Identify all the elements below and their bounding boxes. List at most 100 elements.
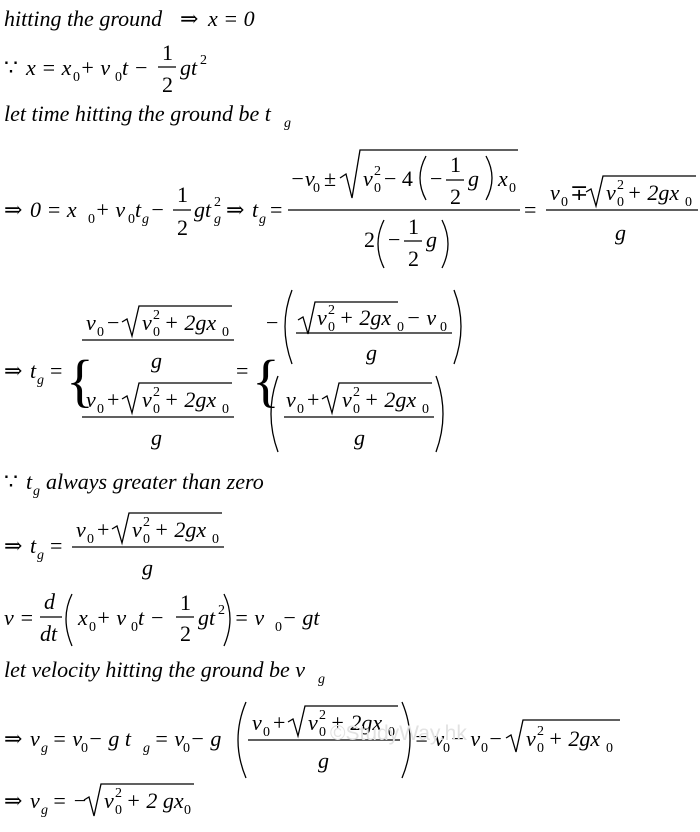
sup: 2 bbox=[537, 724, 544, 739]
sqrt-sign bbox=[121, 382, 232, 416]
line10-part: − g t bbox=[88, 726, 132, 751]
sub: 0 bbox=[97, 402, 104, 417]
line11-eq: = − bbox=[52, 788, 87, 813]
tg: t bbox=[26, 469, 33, 494]
num: v bbox=[252, 710, 262, 735]
den: − bbox=[388, 227, 400, 252]
sub: 0 bbox=[275, 620, 282, 635]
sqrt-sign bbox=[585, 175, 696, 209]
num: + 2gx bbox=[339, 305, 391, 330]
equals: = bbox=[524, 197, 536, 222]
num: + 2gx bbox=[330, 710, 382, 735]
sub: 0 bbox=[440, 320, 447, 335]
implies-symbol: ⇒ bbox=[4, 197, 22, 222]
vg: v bbox=[30, 726, 40, 751]
line-4: ⇒ 0 = x 0 + v 0 t g − 1 2 gt g 2 ⇒ t g =… bbox=[4, 149, 698, 271]
frac-den: 2 bbox=[408, 246, 419, 271]
line8-mid: t − bbox=[138, 605, 164, 630]
den: g bbox=[354, 425, 365, 450]
sub: 0 bbox=[143, 532, 150, 547]
sup: 2 bbox=[218, 603, 225, 618]
pm: ± bbox=[324, 166, 336, 191]
sub: g bbox=[143, 741, 150, 756]
sub: g bbox=[41, 741, 48, 756]
num: v bbox=[606, 180, 616, 205]
line-6: ∵ t g always greater than zero bbox=[4, 469, 264, 499]
because-symbol: ∵ bbox=[4, 55, 18, 80]
tg: t bbox=[30, 358, 37, 383]
line4-lhs: t bbox=[135, 197, 142, 222]
line10-part: = v bbox=[52, 726, 82, 751]
line10-part: = v bbox=[154, 726, 184, 751]
sqrt-sign bbox=[321, 382, 432, 416]
sub: 0 bbox=[561, 195, 568, 210]
num: −v bbox=[290, 166, 315, 191]
sqrt-sign bbox=[505, 719, 620, 753]
sub: 0 bbox=[222, 402, 229, 417]
sub: 0 bbox=[328, 320, 335, 335]
frac-num: 1 bbox=[180, 590, 191, 615]
rad: + 2gx bbox=[548, 726, 600, 751]
frac-den: 2 bbox=[177, 215, 188, 240]
num: + bbox=[107, 387, 119, 412]
line8-x: x bbox=[77, 605, 88, 630]
line-5: ⇒ t g = { v 0 − v 0 2 + 2gx 0 g v 0 + v … bbox=[4, 289, 462, 453]
sup: 2 bbox=[143, 515, 150, 530]
num: v bbox=[132, 517, 142, 542]
paren bbox=[223, 593, 231, 647]
sub: 0 bbox=[509, 181, 516, 196]
sup: 2 bbox=[115, 786, 122, 801]
sup: 2 bbox=[200, 53, 207, 68]
line-11: ⇒ v g = − v 0 2 + 2 gx 0 bbox=[4, 783, 194, 818]
line10-part: − g bbox=[190, 726, 221, 751]
because-symbol: ∵ bbox=[4, 469, 18, 494]
frac-num: 1 bbox=[177, 182, 188, 207]
sub: 0 bbox=[153, 402, 160, 417]
sub: 0 bbox=[115, 70, 122, 85]
line-9: let velocity hitting the ground be v g bbox=[4, 657, 325, 687]
frac-den: 2 bbox=[180, 621, 191, 646]
sub: 0 bbox=[73, 70, 80, 85]
line-2: ∵ x = x 0 + v 0 t − 1 2 gt 2 bbox=[4, 40, 207, 97]
paren bbox=[453, 289, 462, 365]
frac-den: 2 bbox=[162, 72, 173, 97]
line2-lhs: x = x bbox=[25, 55, 72, 80]
line10-part: − bbox=[488, 726, 503, 751]
paren bbox=[485, 155, 493, 201]
sub: 0 bbox=[397, 320, 404, 335]
sub: 0 bbox=[617, 195, 624, 210]
mp: ∓ bbox=[570, 180, 588, 205]
sub: 0 bbox=[374, 181, 381, 196]
sub: 0 bbox=[222, 325, 229, 340]
sub: 0 bbox=[297, 402, 304, 417]
den: g bbox=[151, 425, 162, 450]
num: v bbox=[142, 310, 152, 335]
sub: 0 bbox=[388, 725, 395, 740]
num: − v bbox=[406, 305, 436, 330]
sub: 0 bbox=[481, 741, 488, 756]
line-8: v = d dt x 0 + v 0 t − 1 2 gt 2 = v 0 − … bbox=[4, 589, 320, 647]
sub: g bbox=[33, 484, 40, 499]
implies-symbol: ⇒ bbox=[4, 358, 22, 383]
sub: g bbox=[284, 116, 291, 131]
num: − bbox=[430, 166, 442, 191]
line8-rhs: = v bbox=[234, 605, 264, 630]
rad: v bbox=[104, 788, 114, 813]
equals: = bbox=[50, 358, 62, 383]
line8-gt: gt bbox=[198, 605, 216, 630]
sub: 0 bbox=[81, 741, 88, 756]
line4-lhs: + v bbox=[95, 197, 125, 222]
num: − 4 bbox=[384, 166, 413, 191]
num: v bbox=[86, 387, 96, 412]
line-3: let time hitting the ground be t g bbox=[4, 101, 291, 131]
sub: g bbox=[259, 212, 266, 227]
sqrt-sign bbox=[339, 149, 518, 199]
line-1: hitting the ground ⇒ x = 0 bbox=[4, 6, 255, 31]
sub: 0 bbox=[89, 620, 96, 635]
sup: 2 bbox=[319, 708, 326, 723]
num: v bbox=[142, 387, 152, 412]
sub: 0 bbox=[353, 402, 360, 417]
den: g bbox=[318, 748, 329, 773]
paren bbox=[237, 701, 247, 779]
